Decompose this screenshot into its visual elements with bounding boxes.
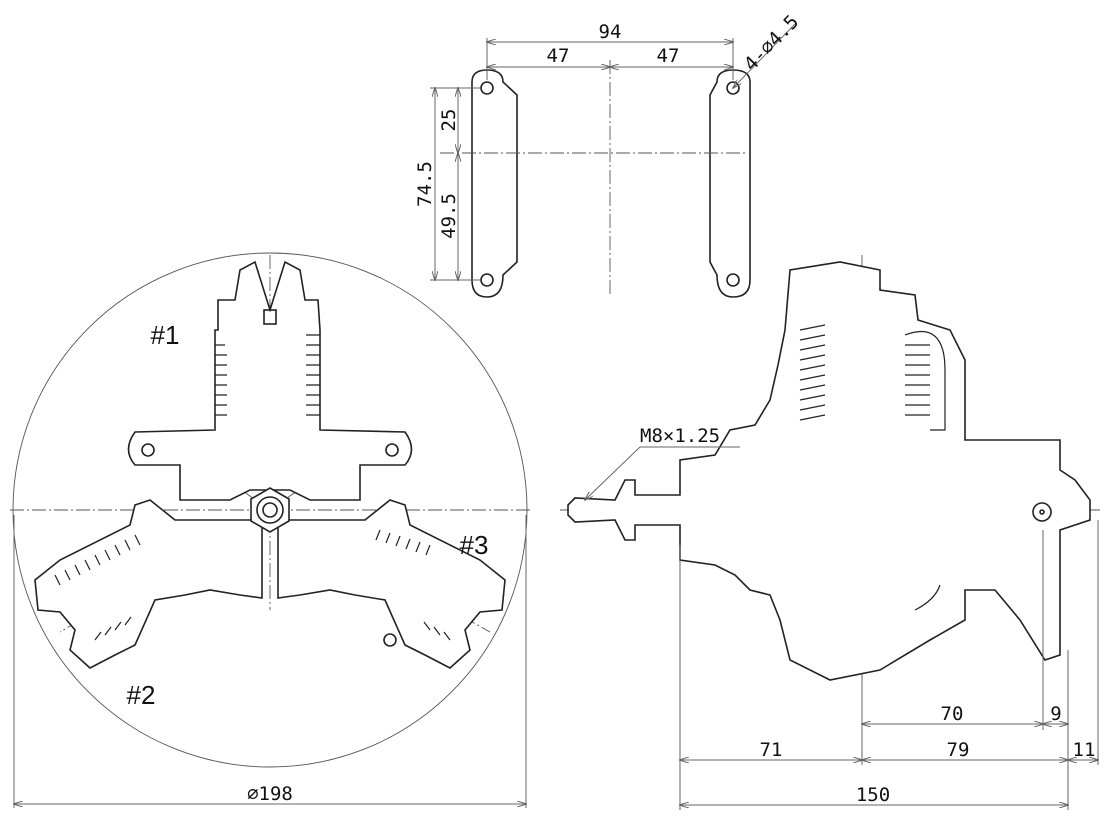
mount-upper-dim: 25	[438, 109, 460, 132]
hole-callout: 4-⌀4.5	[740, 11, 804, 76]
dim-71: 71	[760, 739, 783, 761]
dim-11: 11	[1073, 739, 1096, 761]
mount-half-left-dim: 47	[547, 45, 570, 67]
mount-lower-dim: 49.5	[438, 193, 460, 239]
front-view: #1 #2 #3 ⌀198	[10, 252, 530, 808]
cylinder-label-1: #1	[151, 320, 180, 350]
cylinder-label-2: #2	[127, 680, 156, 710]
mount-width-dim: 94	[599, 21, 622, 43]
diameter-dimension-text: ⌀198	[247, 783, 293, 805]
dim-70: 70	[941, 703, 964, 725]
thread-callout: M8×1.25	[640, 425, 720, 447]
side-view: M8×1.25 70 9 71 79 11 150	[560, 255, 1100, 810]
cylinder-2	[34, 499, 263, 669]
dim-9: 9	[1050, 703, 1061, 725]
right-mount-bracket	[709, 69, 751, 298]
left-mount-bracket	[471, 69, 518, 298]
cylinder-label-3: #3	[460, 530, 489, 560]
mount-height-dim: 74.5	[414, 161, 436, 207]
total-length-dim: 150	[856, 784, 890, 806]
dim-79: 79	[947, 739, 970, 761]
cylinder-1	[127, 260, 413, 501]
mount-view: 94 47 47 4-⌀4.5 74.5 25 49.5	[414, 11, 804, 298]
mount-half-right-dim: 47	[657, 45, 680, 67]
cylinder-3	[277, 499, 506, 669]
hub-nut	[250, 487, 290, 533]
